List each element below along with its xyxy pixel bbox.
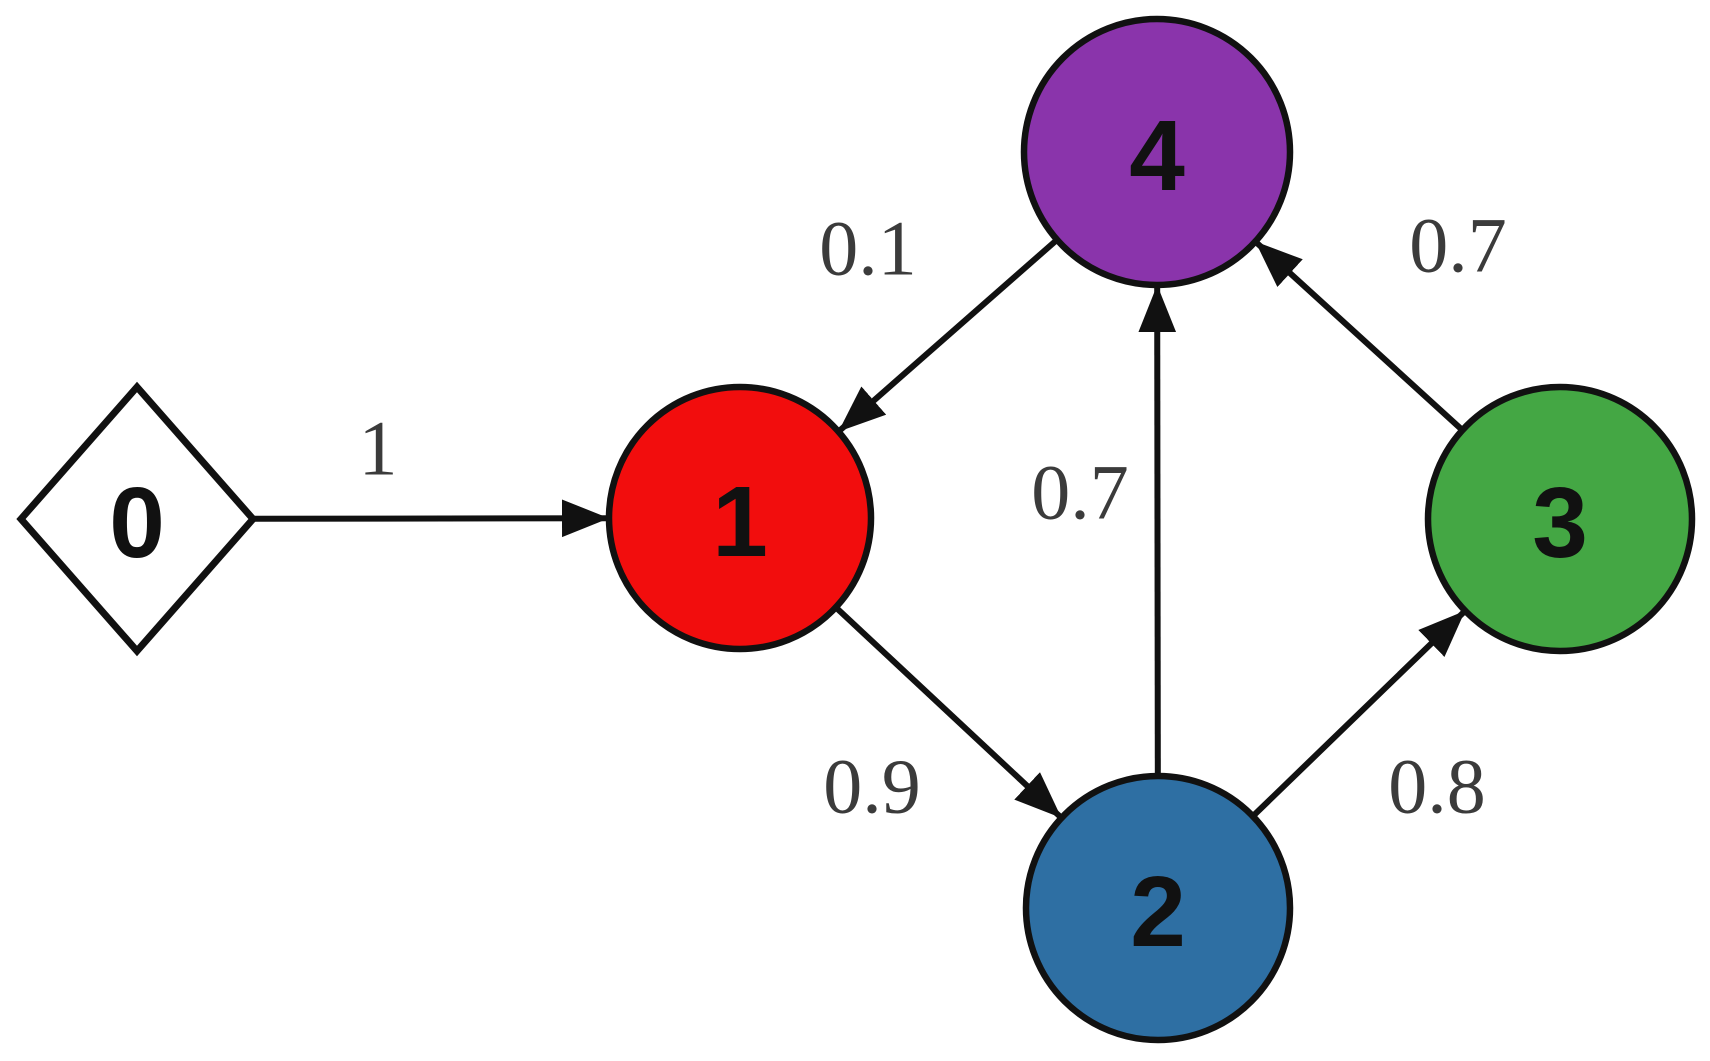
node-3: 3 [1424,383,1696,655]
edge-weight-label-0-to-1: 1 [359,405,398,492]
edge-0-to-1 [252,499,610,538]
node-label-0: 0 [109,467,165,579]
edge-2-to-3 [1250,608,1468,819]
edge-3-to-4 [1253,239,1465,433]
edge-weight-label-2-to-4: 0.7 [1031,449,1129,536]
edge-2-to-4 [1138,284,1177,777]
node-2: 2 [1022,772,1294,1044]
node-label-2: 2 [1130,856,1186,968]
edge-weight-label-1-to-2: 0.9 [823,743,921,830]
edge-weight-label-3-to-4: 0.7 [1409,202,1507,289]
edge-weight-label-2-to-3: 0.8 [1388,743,1486,830]
edge-weight-label-4-to-1: 0.1 [819,205,917,292]
node-0: 0 [16,381,258,657]
edge-4-to-1 [836,237,1060,434]
node-shape-circle [1424,383,1696,655]
node-shape-circle [1022,772,1294,1044]
node-1: 1 [605,383,875,653]
node-shape-circle [605,383,875,653]
node-shape-circle [1020,15,1294,289]
edge-1-to-2 [833,605,1064,821]
node-4: 4 [1020,15,1294,289]
node-label-3: 3 [1532,467,1588,579]
node-label-1: 1 [712,466,768,578]
node-label-4: 4 [1129,100,1185,212]
node-shape-diamond [16,381,258,657]
